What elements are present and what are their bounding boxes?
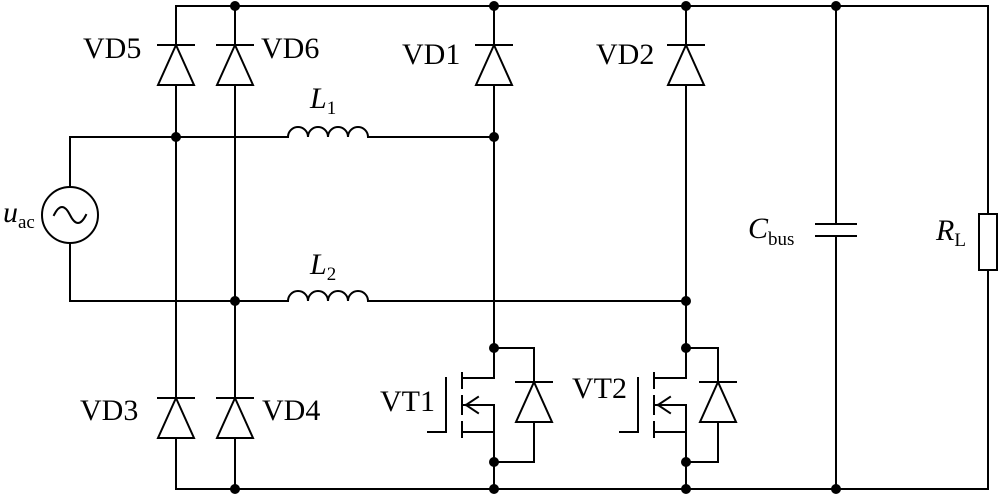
label-vd1: VD1 bbox=[402, 38, 460, 71]
label-l2: L2 bbox=[309, 248, 336, 285]
label-vd6: VD6 bbox=[261, 32, 319, 65]
label-cbus: Cbus bbox=[748, 212, 794, 250]
label-vt1: VT1 bbox=[380, 385, 435, 418]
mosfet-vt2 bbox=[619, 347, 738, 463]
capacitor-cbus bbox=[815, 223, 857, 237]
label-uac: uac bbox=[3, 196, 35, 233]
diode-vd1 bbox=[474, 42, 514, 86]
diode-vd2 bbox=[666, 42, 706, 86]
labels: VD5 VD6 VD1 VD2 VD3 VD4 VT1 VT2 L1 L2 ua… bbox=[3, 32, 966, 427]
ac-source bbox=[41, 186, 99, 244]
inductor-l1 bbox=[286, 126, 370, 139]
label-vd3: VD3 bbox=[80, 394, 138, 427]
label-vt2: VT2 bbox=[572, 372, 627, 405]
diode-vd5 bbox=[156, 42, 196, 86]
label-l1: L1 bbox=[309, 82, 336, 119]
inductor-l2 bbox=[286, 290, 370, 303]
diode-vd3 bbox=[156, 395, 196, 439]
diode-vd6 bbox=[215, 42, 255, 86]
resistor-rl bbox=[978, 213, 998, 271]
label-rl: RL bbox=[935, 214, 966, 251]
label-vd4: VD4 bbox=[262, 394, 320, 427]
wiring bbox=[69, 5, 989, 490]
diode-vd4 bbox=[215, 395, 255, 439]
label-vd5: VD5 bbox=[83, 32, 141, 65]
label-vd2: VD2 bbox=[596, 38, 654, 71]
mosfet-vt1 bbox=[427, 347, 554, 463]
junction-dots bbox=[171, 1, 841, 494]
